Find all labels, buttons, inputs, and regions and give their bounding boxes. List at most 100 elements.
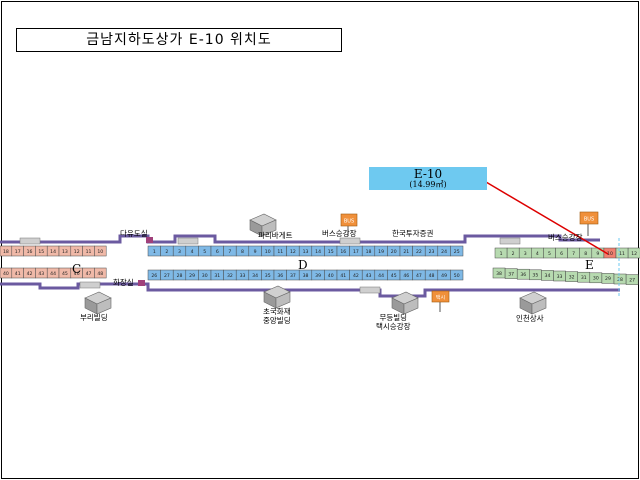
stall-number: 1 [500, 251, 503, 257]
stall-number: 26 [151, 273, 157, 279]
stall-number: 17 [353, 249, 359, 255]
stall-number: 9 [254, 249, 257, 255]
label-daeyu: 다유도실 [120, 229, 148, 238]
stall-number: 23 [429, 249, 435, 255]
stall-number: 41 [340, 273, 346, 279]
c-stall: 48 [94, 267, 107, 279]
stall-number: 18 [3, 249, 9, 255]
stall-number: 44 [50, 271, 56, 277]
stall-number: 10 [97, 249, 103, 255]
stall-number: 13 [303, 249, 309, 255]
e-stall: 27 [625, 274, 639, 285]
building-icon [391, 291, 419, 315]
stall-number: 38 [496, 271, 502, 277]
stall-number: 3 [178, 249, 181, 255]
c-stall: 10 [94, 245, 107, 257]
stall-number: 30 [202, 273, 208, 279]
zone-d-label: D [298, 258, 308, 272]
stall-number: 31 [214, 273, 220, 279]
stall-number: 11 [619, 251, 625, 257]
stall-number: 16 [27, 249, 33, 255]
bus-sign-icon [579, 211, 599, 236]
stall-number: 40 [328, 273, 334, 279]
stall-number: 35 [532, 273, 538, 279]
stall-number: 4 [191, 249, 194, 255]
label-seoguk: 초국화재 중앙빌딩 [263, 307, 291, 325]
stall-number: 45 [62, 271, 68, 277]
stall-number: 32 [227, 273, 233, 279]
d-stall: 50 [450, 269, 464, 281]
stall-number: 47 [416, 273, 422, 279]
stall-number: 42 [27, 271, 33, 277]
e10-callout: E-10 (14.99㎡) [369, 167, 487, 190]
stall-number: 50 [454, 273, 460, 279]
stall-number: 1 [153, 249, 156, 255]
stall-number: 40 [3, 271, 9, 277]
stall-number: 43 [366, 273, 372, 279]
stall-number: 33 [557, 274, 563, 280]
stall-number: 17 [15, 249, 21, 255]
stall-number: 9 [596, 251, 599, 257]
stall-number: 37 [290, 273, 296, 279]
stall-number: 6 [560, 251, 563, 257]
stall-number: 11 [86, 249, 92, 255]
callout-pointer [485, 181, 609, 255]
stall-number: 46 [74, 271, 80, 277]
stall-number: 41 [15, 271, 21, 277]
stall-number: 29 [605, 276, 611, 282]
d-stall: 25 [450, 245, 464, 257]
stall-number: 42 [353, 273, 359, 279]
stall-number: 44 [378, 273, 384, 279]
stall-number: 12 [74, 249, 80, 255]
stall-number: 28 [617, 277, 623, 283]
stall-number: 6 [216, 249, 219, 255]
e-stall: 12 [627, 247, 640, 259]
label-bus-d: 버스승강장 [322, 229, 357, 238]
stall-number: 38 [303, 273, 309, 279]
stall-number: 46 [403, 273, 409, 279]
stall-number: 25 [454, 249, 460, 255]
stall-number: 33 [240, 273, 246, 279]
hwajang-marker [138, 280, 145, 286]
corridor-outline [0, 234, 620, 298]
stall-number: 34 [545, 273, 551, 279]
stall-number: 36 [277, 273, 283, 279]
taxi-sign-text: 택시 [436, 294, 445, 301]
daeyu-marker [146, 237, 153, 243]
stall-number: 22 [416, 249, 422, 255]
stall-number: 8 [584, 251, 587, 257]
stall-number: 15 [328, 249, 334, 255]
stall-number: 30 [593, 276, 599, 282]
stall-number: 2 [512, 251, 515, 257]
stall-number: 27 [164, 273, 170, 279]
label-paris: 파리바게트 [258, 231, 293, 240]
stall-number: 39 [315, 273, 321, 279]
taxi-sign-icon [431, 290, 450, 312]
stall-number: 13 [62, 249, 68, 255]
stall-number: 49 [441, 273, 447, 279]
callout-code: E-10 [413, 167, 443, 181]
building-icon [263, 285, 291, 309]
stall-number: 37 [508, 271, 514, 277]
stall-number: 48 [97, 271, 103, 277]
label-hanguk: 한국투자증권 [392, 229, 434, 238]
label-hwajang: 화장실 [113, 278, 134, 287]
stall-number: 20 [391, 249, 397, 255]
stall-number: 7 [228, 249, 231, 255]
label-mudeung: 무등빌딩 택시승강장 [376, 313, 411, 331]
stall-number: 43 [38, 271, 44, 277]
stall-number: 5 [548, 251, 551, 257]
callout-size: (14.99㎡) [409, 180, 447, 189]
building-icon [84, 291, 112, 315]
label-inchon: 인천상사 [516, 314, 544, 323]
stall-number: 47 [86, 271, 92, 277]
building-icon [519, 291, 547, 315]
stall-number: 35 [265, 273, 271, 279]
stall-number: 21 [403, 249, 409, 255]
stall-number: 19 [378, 249, 384, 255]
stall-number: 31 [581, 275, 587, 281]
stall-number: 16 [340, 249, 346, 255]
